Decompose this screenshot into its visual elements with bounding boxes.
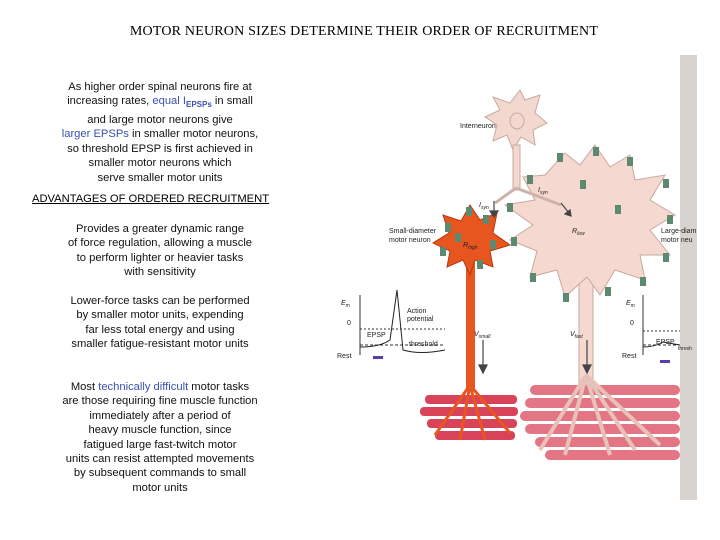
small-neuron-label-line1: Small-diameter bbox=[389, 228, 437, 235]
recruitment-figure: Interneuron Small-diameter motor neuron … bbox=[325, 55, 697, 500]
em-label-left: Em bbox=[341, 300, 350, 309]
muscle-fibers bbox=[420, 385, 680, 460]
isyn-small-label: Isyn bbox=[479, 202, 489, 211]
zero-label-right: 0 bbox=[630, 320, 634, 327]
intro-paragraph: As higher order spinal neurons fire at i… bbox=[61, 81, 259, 184]
advantage-dynamic-range: Provides a greater dynamic range of forc… bbox=[67, 223, 253, 279]
interneuron-label: Interneuron bbox=[460, 123, 496, 130]
large-neuron-label-line2: motor neu bbox=[661, 237, 693, 244]
interneuron-cell bbox=[483, 89, 562, 207]
isyn-large-label: Isyn bbox=[538, 187, 548, 196]
em-label-right: Em bbox=[626, 300, 635, 309]
epsp-label-left: EPSP bbox=[367, 332, 386, 339]
page-title: MOTOR NEURON SIZES DETERMINE THEIR ORDER… bbox=[129, 24, 599, 39]
action-potential-label-1: Action bbox=[407, 308, 427, 315]
large-neuron-axon bbox=[538, 274, 662, 456]
voltage-plot-small bbox=[359, 289, 446, 359]
small-neuron-axon bbox=[433, 260, 512, 441]
voltage-plot-large bbox=[642, 295, 681, 363]
threshold-label-left: threshold bbox=[409, 341, 438, 348]
rlow-label: Rlow bbox=[572, 228, 585, 237]
rhigh-label: Rhigh bbox=[463, 242, 478, 251]
large-neuron-label-line1: Large-diam bbox=[661, 228, 697, 235]
page-edge-shadow bbox=[680, 55, 697, 500]
threshold-label-right: thresh bbox=[678, 346, 692, 352]
action-potential-label-2: potential bbox=[407, 316, 434, 323]
zero-label-left: 0 bbox=[347, 320, 351, 327]
advantage-fine-tasks: Most technically difficult motor tasks a… bbox=[62, 381, 258, 494]
epsp-label-right: EPSP bbox=[656, 339, 675, 346]
current-arrows bbox=[478, 201, 592, 375]
vfast-label: Vfast bbox=[570, 331, 583, 340]
vsmall-label: Vsmall bbox=[474, 331, 491, 340]
advantages-heading: ADVANTAGES OF ORDERED RECRUITMENT bbox=[32, 193, 270, 205]
rest-label-left: Rest bbox=[337, 353, 351, 360]
synapse-boutons bbox=[440, 147, 673, 302]
small-neuron-label-line2: motor neuron bbox=[389, 237, 431, 244]
rest-label-right: Rest bbox=[622, 353, 636, 360]
advantage-energy: Lower-force tasks can be performed by sm… bbox=[70, 295, 250, 351]
